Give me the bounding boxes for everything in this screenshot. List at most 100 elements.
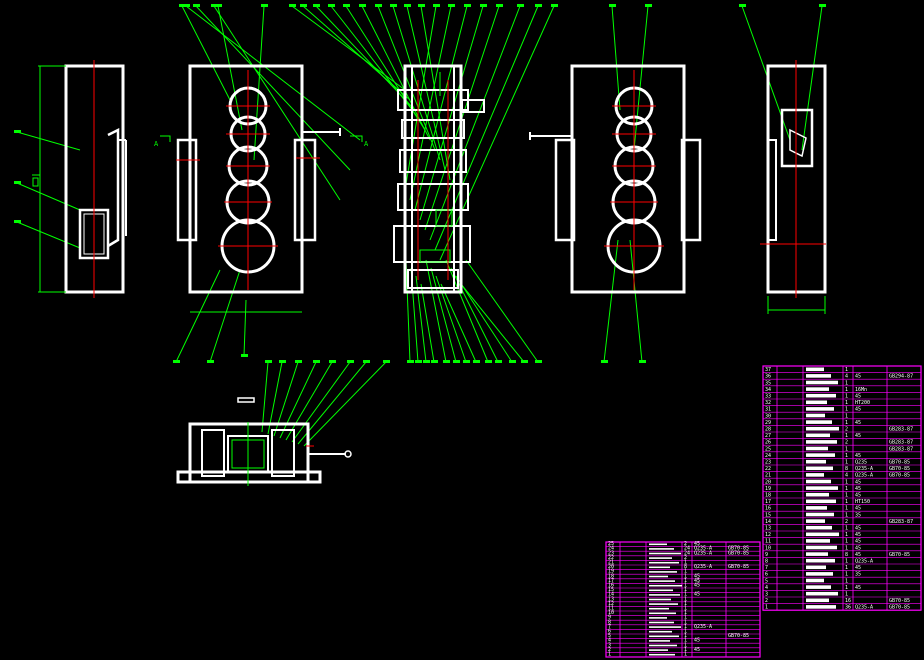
bom-cell-name-glyphs (806, 393, 836, 398)
bom-cell-number: 22 (608, 555, 614, 561)
leader-line (633, 5, 649, 151)
bom-cell-qty: 16 (845, 598, 851, 604)
leader-tag (14, 130, 21, 133)
bom-cell-number: 3 (608, 642, 611, 648)
section-mark-left: A (154, 140, 159, 148)
bom-cell-name-glyphs (806, 380, 838, 385)
view-left-side-dims (32, 65, 66, 293)
bom-cell-qty: 1 (684, 633, 687, 639)
bom-cell-name-glyphs (649, 557, 672, 559)
leader-tag (423, 360, 430, 363)
bom-cell-material: 45 (694, 583, 700, 589)
bom-cell-standard: GB70-85 (889, 552, 910, 558)
bom-cell-number: 17 (608, 578, 614, 584)
view-right-side-dims (767, 296, 826, 314)
bom-cell-name-glyphs (649, 552, 681, 555)
bom-cell-qty: 2 (845, 519, 848, 525)
bom-cell-name-glyphs (806, 545, 837, 550)
bom-cell-material: 45 (855, 552, 861, 558)
leader-tag (443, 360, 450, 363)
bom-cell-number: 14 (608, 592, 614, 598)
leader-tag (375, 4, 382, 7)
bom-cell-qty: 1 (684, 647, 687, 653)
bom-cell-qty: 1 (684, 624, 687, 630)
bom-cell-material: 45 (694, 592, 700, 598)
bom-cell-material: HT150 (855, 499, 870, 505)
bom-cell-name-glyphs (649, 640, 670, 642)
leader-tag (551, 4, 558, 7)
view-rear-centerlines (604, 70, 664, 290)
bom-cell-qty: 1 (845, 512, 848, 518)
bom-cell-qty: 4 (845, 473, 848, 479)
bom-cell-name-glyphs (806, 466, 833, 471)
bom-cell-number: 29 (765, 420, 771, 426)
bom-cell-name-glyphs (649, 621, 674, 624)
leader-tag (609, 4, 616, 7)
bom-cell-name-glyphs (806, 525, 832, 530)
bom-cell-qty: 1 (684, 569, 687, 575)
bom-cell-material: 45 (855, 407, 861, 413)
bom-cell-qty: 1 (845, 532, 848, 538)
bom-cell-standard: GB70-85 (889, 605, 910, 611)
bom-cell-name-glyphs (806, 552, 828, 556)
leader-tag (517, 4, 524, 7)
bom-cell-standard: GB283-87 (889, 446, 913, 452)
bom-cell-material: 45 (855, 539, 861, 545)
bom-cell-name-glyphs (806, 426, 839, 431)
bom-cell-number: 26 (765, 440, 771, 446)
bom-cell-standard: GB70-85 (889, 473, 910, 479)
leader-line (460, 283, 525, 363)
bom-cell-material: 45 (855, 453, 861, 459)
bom-cell-material: 45 (855, 486, 861, 492)
bom-cell-number: 21 (765, 473, 771, 479)
bom-cell-name-glyphs (806, 446, 828, 451)
bom-cell-number: 37 (765, 367, 771, 373)
bom-cell-name-glyphs (806, 512, 834, 517)
bom-cell-number: 24 (765, 453, 771, 459)
bom-cell-qty: 2 (845, 427, 848, 433)
leader-line (392, 5, 441, 161)
bom-cell-number: 31 (765, 407, 771, 413)
bom-cell-number: 24 (608, 546, 614, 552)
view-section-gear-train (393, 64, 485, 294)
leader-tag (193, 4, 200, 7)
bom-cell-name-glyphs (649, 598, 671, 601)
bom-cell-qty: 24 (684, 546, 690, 552)
bom-cell-name-glyphs (649, 603, 678, 605)
bom-cell-number: 7 (765, 565, 768, 571)
leader-tag (535, 4, 542, 7)
leader-tag (14, 181, 21, 184)
bom-cell-number: 20 (765, 479, 771, 485)
bom-cell-number: 20 (608, 564, 614, 570)
bom-cell-qty: 1 (684, 578, 687, 584)
bom-cell-material: Q235-A (855, 605, 873, 611)
bom-cell-qty: 1 (845, 407, 848, 413)
view-section-hatching (419, 72, 453, 263)
bom-cell-name-glyphs (649, 649, 668, 651)
leader-tag (279, 360, 286, 363)
leader-tag (739, 4, 746, 7)
bom-cell-name-glyphs (806, 539, 830, 543)
bom-cell-number: 27 (765, 433, 771, 439)
leader-line (185, 5, 361, 141)
bom-cell-number: 17 (765, 499, 771, 505)
leader-line (425, 259, 447, 363)
bom-cell-name-glyphs (649, 584, 682, 587)
leader-tag (383, 360, 390, 363)
leader-line (291, 361, 351, 443)
leader-tag (14, 220, 21, 223)
view-front-centerlines (176, 70, 320, 290)
leader-tag (496, 4, 503, 7)
bom-cell-number: 23 (608, 550, 614, 556)
leader-line (209, 269, 241, 363)
leader-line (420, 283, 435, 363)
leader-line (243, 299, 247, 357)
bom-cell-name-glyphs (649, 575, 668, 578)
leader-tag (535, 360, 542, 363)
bom-cell-qty: 4 (845, 374, 848, 380)
bom-cell-standard: GB283-87 (889, 427, 913, 433)
bom-cell-material: Q235-A (694, 546, 712, 552)
bom-cell-qty: 1 (845, 453, 848, 459)
bom-cell-name-glyphs (806, 400, 827, 405)
bom-cell-qty: 1 (845, 433, 848, 439)
